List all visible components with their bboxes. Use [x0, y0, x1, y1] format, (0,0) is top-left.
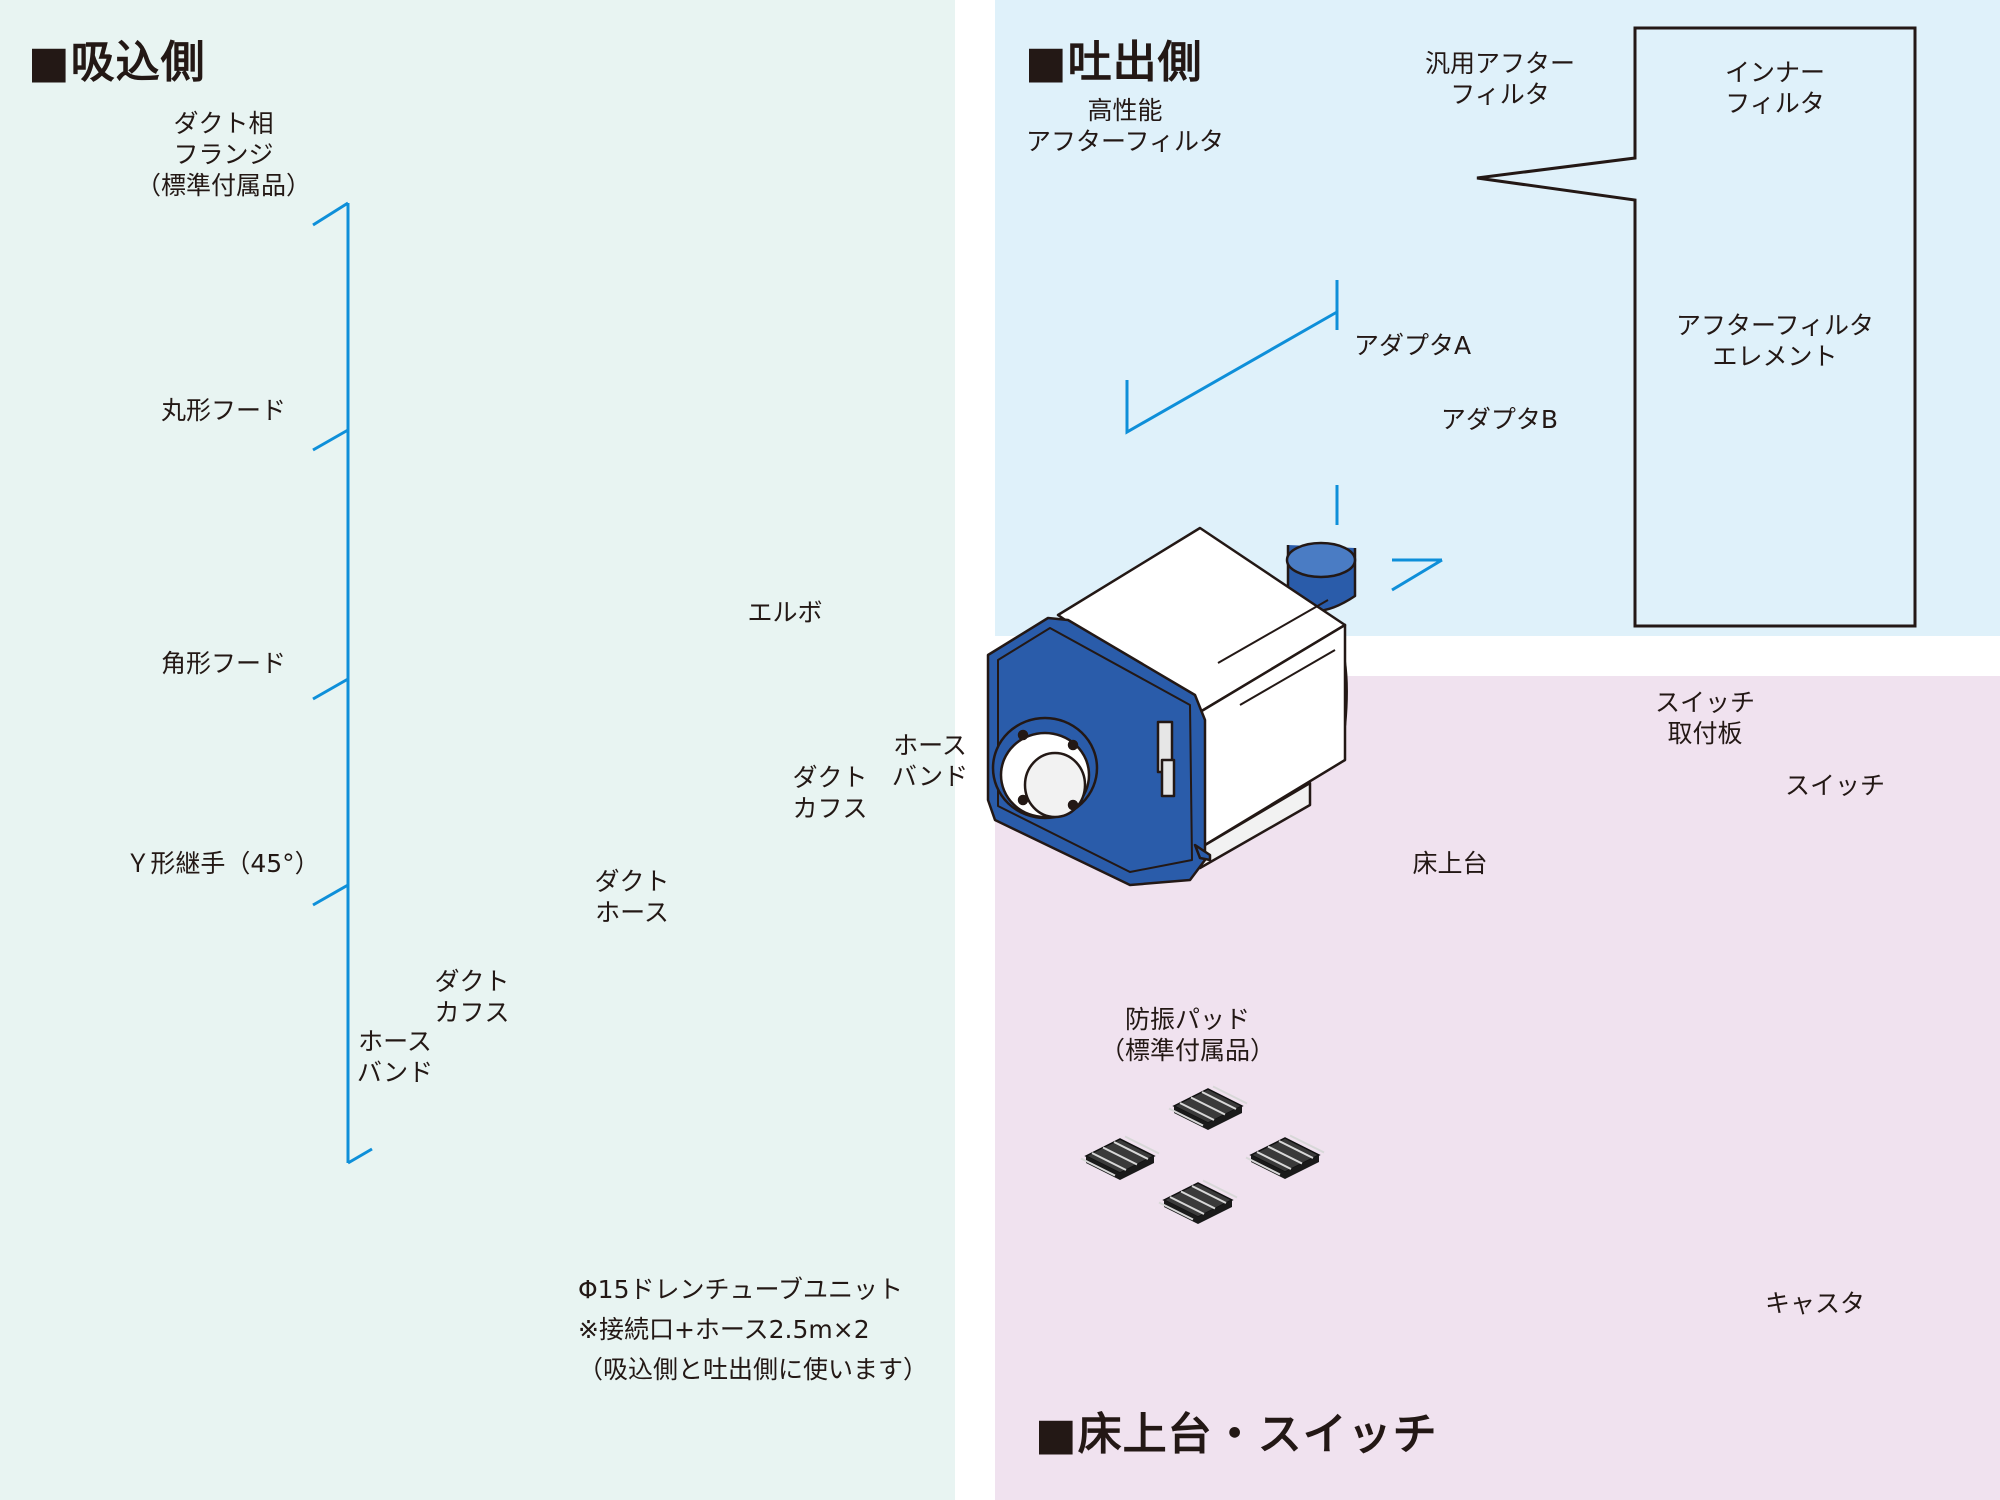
dust-collector-machine: [986, 526, 1357, 887]
duct-flange-label: ダクト相 フランジ （標準付属品）: [136, 109, 312, 200]
duct-hose-label: ダクト ホース: [594, 867, 670, 927]
outlet-heading: ■吐出側: [1025, 37, 1203, 88]
vibration-pad-1: [1168, 1085, 1248, 1130]
switch-label: スイッチ: [1784, 771, 1885, 800]
round-hood-label: 丸形フード: [160, 396, 286, 425]
switch-plate-label: スイッチ 取付板: [1654, 688, 1755, 748]
adapter-a-label: アダプタA: [1353, 331, 1472, 360]
hose-band-right-label: ホース バンド: [891, 731, 969, 791]
elbow-label: エルボ: [747, 598, 823, 627]
square-hood-label: 角形フード: [160, 649, 286, 678]
duct-cuffs-right-label: ダクト カフス: [792, 763, 868, 823]
filter-element-label: アフターフィルタ エレメント: [1675, 311, 1874, 371]
base-heading: ■床上台・スイッチ: [1035, 1409, 1438, 1460]
vibration-pad-3: [1245, 1134, 1325, 1179]
adapter-b-line: [1391, 558, 1443, 592]
general-filter-label: 汎用アフター フィルタ: [1424, 49, 1575, 109]
vibration-pad-label: 防振パッド （標準付属品）: [1100, 1005, 1276, 1065]
inner-filter-label: インナー フィルタ: [1724, 58, 1825, 118]
vibration-pad-4: [1158, 1179, 1238, 1224]
outlet-leader-lines: [1125, 280, 1442, 562]
adapter-b-label: アダプタB: [1440, 405, 1559, 434]
caster-label: キャスタ: [1764, 1289, 1865, 1318]
hose-band-left-label: ホース バンド: [356, 1027, 434, 1087]
intake-heading: ■吸込側: [28, 37, 206, 88]
vibration-pad-2: [1080, 1135, 1160, 1180]
y-joint-label: Ｙ形継手（45°）: [125, 849, 320, 878]
vibration-pads: [1080, 1085, 1325, 1224]
intake-panel: [0, 0, 955, 1500]
duct-cuffs-left-label: ダクト カフス: [434, 967, 510, 1027]
drain-tube-note: Φ15ドレンチューブユニット ※接続口+ホース2.5m×2 （吸込側と吐出側に使…: [578, 1275, 929, 1384]
intake-bracket: [312, 201, 373, 1165]
filter-callout-frame: [1476, 26, 1917, 628]
floor-stand-label: 床上台: [1412, 849, 1488, 878]
high-performance-filter-label: 高性能 アフターフィルタ: [1025, 96, 1224, 156]
